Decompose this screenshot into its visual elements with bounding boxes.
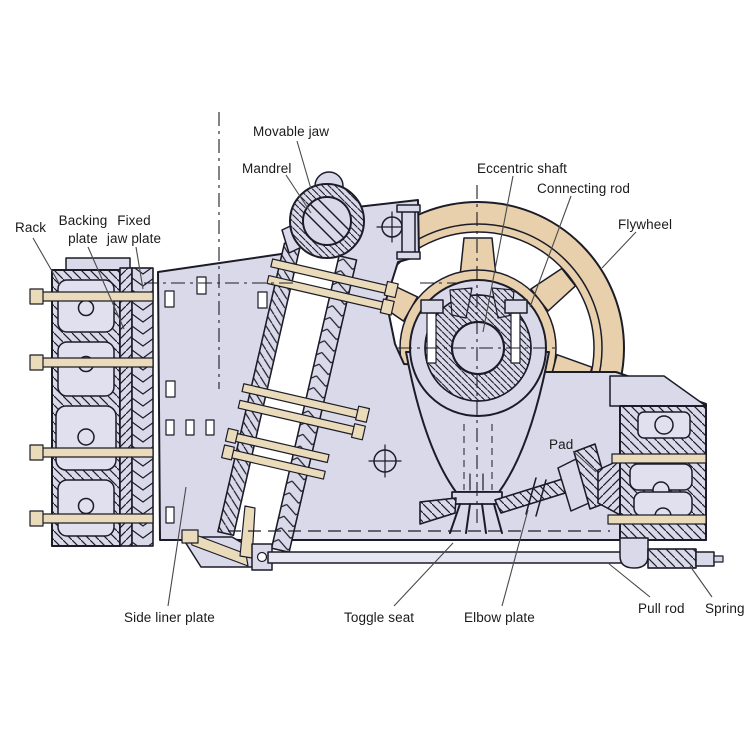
mandrel-shape — [281, 171, 365, 259]
leader-flywheel — [601, 231, 637, 269]
bearing-post — [396, 204, 421, 260]
leader-fixed-jaw-plate — [135, 246, 144, 290]
toggle-seat-shape — [449, 491, 503, 534]
leader-lines — [32, 140, 713, 607]
leader-pad — [572, 450, 597, 473]
leader-toggle-seat — [393, 542, 454, 607]
leader-elbow-plate — [501, 509, 529, 607]
fixed-jaw-plate-shape — [131, 267, 154, 547]
rack-bolts — [29, 288, 154, 527]
leader-pull-rod — [607, 562, 651, 598]
centerlines — [144, 112, 610, 532]
backing-plate-shape — [119, 267, 133, 547]
jaw-bolts — [221, 258, 399, 480]
leader-side-liner-plate — [167, 486, 187, 607]
leader-backing-plate — [87, 246, 125, 330]
leader-spring — [689, 565, 713, 598]
spring-shape — [647, 548, 724, 569]
leader-movable-jaw — [296, 140, 312, 190]
leader-connecting-rod — [529, 195, 572, 308]
elbow-plate-shape — [419, 475, 579, 525]
leader-mandrel — [285, 174, 312, 214]
leader-eccentric-shaft — [482, 175, 514, 333]
pull-rod-shape — [251, 537, 649, 571]
leader-rack — [32, 237, 61, 286]
right-rack-shape — [607, 375, 707, 541]
eccentric-shaft-shape — [409, 279, 547, 417]
jaw-foot — [181, 505, 269, 568]
rack-shape — [29, 257, 154, 547]
